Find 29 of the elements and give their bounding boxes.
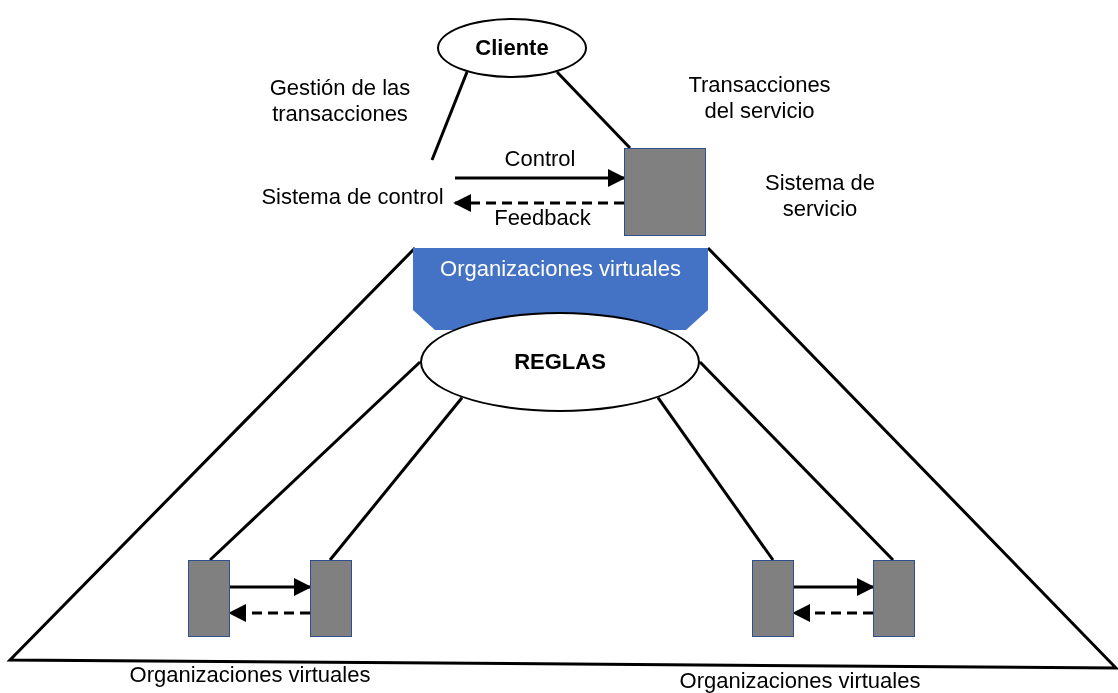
process-box	[624, 148, 706, 236]
arrow	[792, 604, 873, 622]
edge-label: Transacciones del servicio	[687, 72, 832, 125]
edge-label: Gestión de las transacciones	[268, 75, 412, 128]
banner-shape	[413, 248, 708, 330]
node-label: REGLAS	[514, 348, 606, 376]
connector-line	[430, 71, 469, 161]
connector-line	[555, 70, 632, 150]
arrow	[455, 169, 626, 187]
process-box	[310, 560, 352, 637]
process-box	[752, 560, 794, 637]
region-label: Organizaciones virtuales	[128, 662, 372, 689]
process-box	[188, 560, 230, 637]
arrow	[794, 578, 875, 596]
arrow	[230, 578, 312, 596]
connector-line	[328, 396, 464, 561]
connector-line	[656, 396, 775, 561]
arrow	[453, 194, 624, 212]
edge-label: Control	[503, 146, 577, 173]
arrow	[228, 604, 310, 622]
connector-line	[698, 360, 895, 562]
connector-line	[208, 360, 422, 562]
node-label: Organizaciones virtuales	[440, 256, 681, 283]
process-box	[873, 560, 915, 637]
region-label: Organizaciones virtuales	[678, 668, 922, 693]
node-label: Sistema de control	[261, 184, 444, 211]
node-label: Cliente	[475, 34, 549, 62]
node-caption: Sistema de servicio	[763, 170, 877, 223]
edge-label: Feedback	[493, 205, 592, 232]
